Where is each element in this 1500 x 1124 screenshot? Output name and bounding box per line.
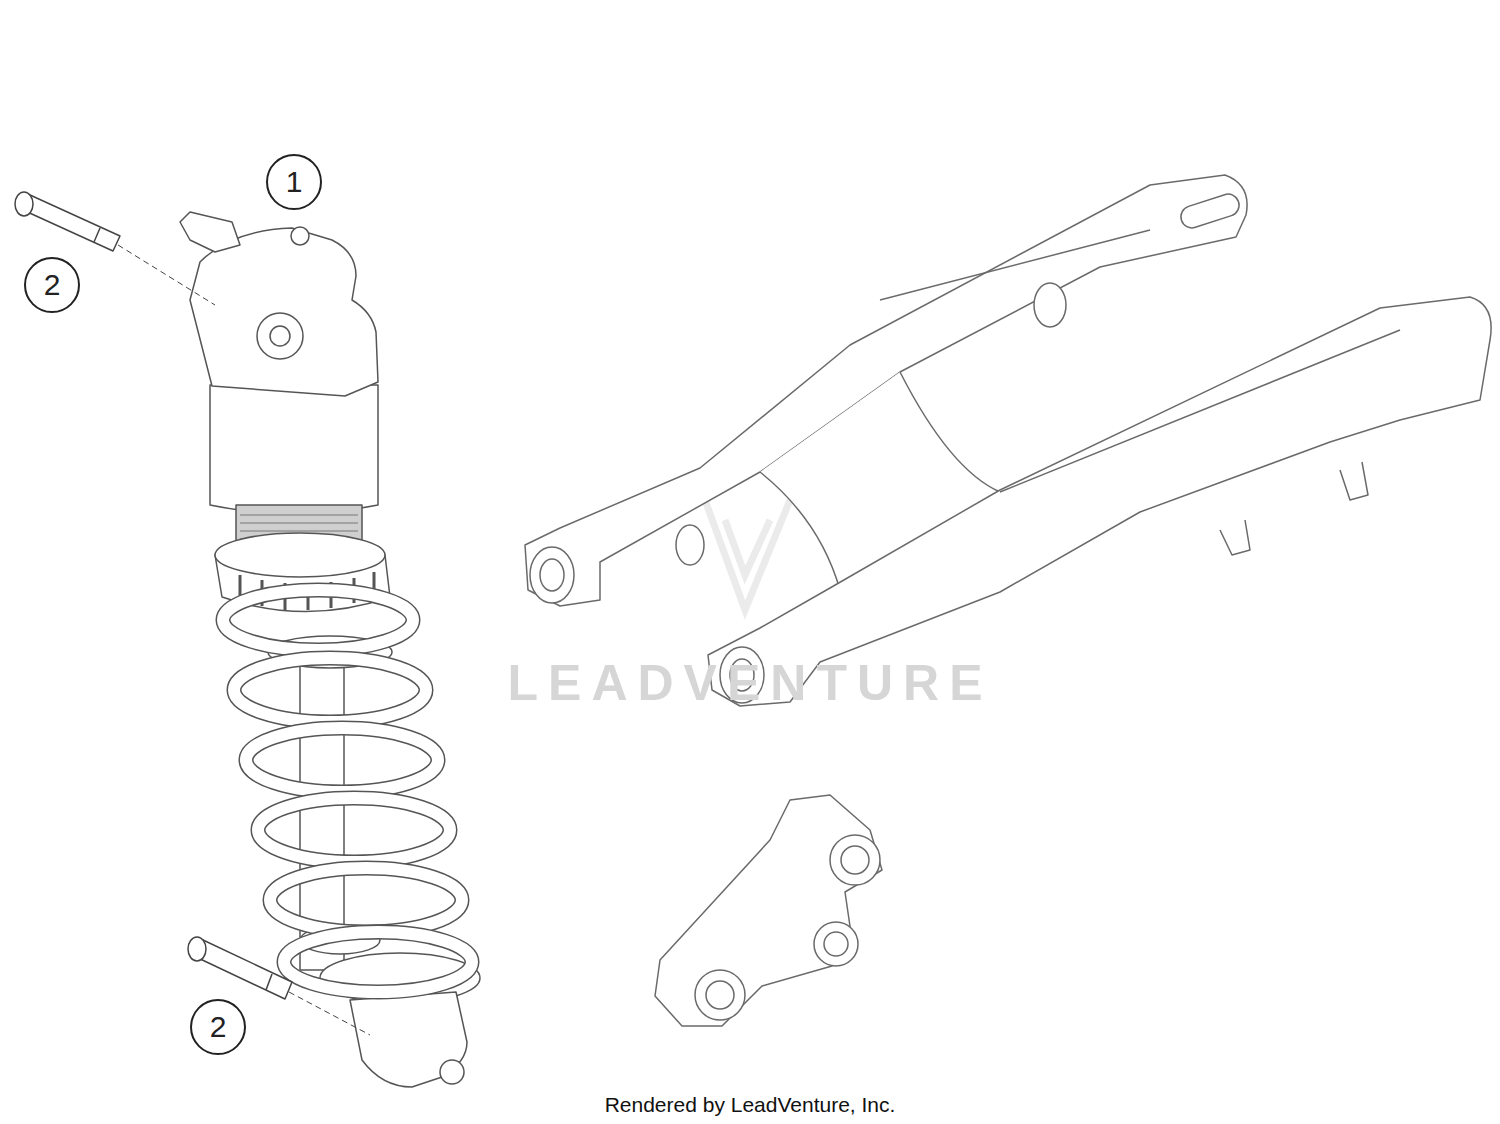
caption-box: Rendered by LeadVenture, Inc. <box>605 1094 896 1115</box>
watermark-text: LEADVENTURE <box>507 655 992 711</box>
callout-circle: 2 <box>24 257 80 313</box>
spring-coils <box>223 590 472 992</box>
swingarm <box>525 175 1491 706</box>
callout-circle: 2 <box>190 999 246 1055</box>
watermark: LEADVENTURE <box>507 658 992 708</box>
bolts <box>15 192 370 1035</box>
watermark-logo <box>705 500 790 610</box>
callout-number: 2 <box>210 1012 227 1042</box>
callout-number: 2 <box>44 270 61 300</box>
callout-number: 1 <box>286 167 303 197</box>
linkage <box>655 795 882 1026</box>
shock-absorber <box>180 212 480 1087</box>
callout-circle: 1 <box>266 154 322 210</box>
caption: Rendered by LeadVenture, Inc. <box>605 1093 896 1116</box>
